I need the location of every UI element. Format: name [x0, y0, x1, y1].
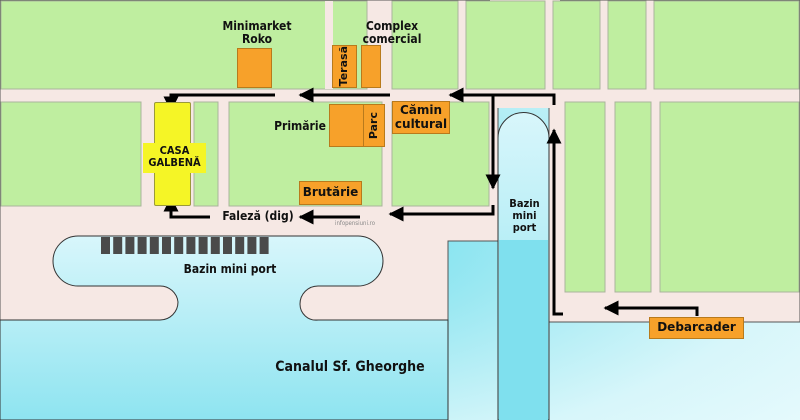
faleza-label: Faleză (dig): [222, 209, 294, 223]
watermark: infopensiuni.ro: [335, 220, 376, 227]
route-arrow: [448, 87, 556, 105]
terasa-building[interactable]: Terasă: [332, 45, 357, 88]
dock-pier: [198, 237, 208, 254]
complex-label: Complex comercial: [362, 19, 422, 47]
city-block: [465, 0, 546, 90]
dock-pier: [210, 237, 220, 254]
terasa-label: Terasă: [337, 46, 351, 87]
parc-label: Parc: [366, 111, 380, 140]
city-block: [552, 0, 601, 90]
minimarket-building[interactable]: [237, 48, 272, 88]
route-arrow: [546, 128, 563, 316]
parc-building[interactable]: Parc: [363, 104, 385, 147]
dock-pier: [247, 237, 257, 254]
dock-pier: [113, 237, 123, 254]
dock-pier: [137, 237, 147, 254]
brutarie-building[interactable]: Brutărie: [299, 181, 362, 205]
city-block: [0, 101, 142, 207]
basin-west-label: Bazin mini port: [183, 262, 277, 276]
complex-building[interactable]: [361, 45, 381, 88]
dock-pier: [174, 237, 184, 254]
city-block: [193, 101, 219, 207]
basin-west: [0, 235, 449, 420]
route-arrow: [388, 205, 495, 222]
dock-pier: [125, 237, 135, 254]
basin-east-label: Bazin mini port: [509, 197, 540, 235]
primarie-label: Primărie: [274, 119, 326, 133]
dock-pier: [186, 237, 196, 254]
route-arrow: [603, 300, 699, 316]
dock-pier: [101, 237, 110, 254]
city-block: [659, 101, 800, 293]
canal-label: Canalul Sf. Gheorghe: [275, 359, 425, 375]
street: [325, 1, 333, 89]
primarie-building[interactable]: [329, 104, 364, 147]
city-block: [653, 0, 800, 90]
debarcader-building[interactable]: Debarcader: [649, 317, 744, 339]
dock-pier: [149, 237, 159, 254]
dock-pier: [235, 237, 245, 254]
city-block: [0, 0, 368, 90]
dock-pier: [259, 237, 269, 254]
minimarket-label: Minimarket Roko: [222, 19, 292, 47]
dock-pier: [223, 237, 232, 254]
city-block: [607, 0, 647, 90]
city-block: [391, 0, 459, 90]
casa-galbena-label: CASA GALBENĂ: [143, 143, 206, 173]
city-block: [564, 101, 606, 293]
camin-building[interactable]: Cămin cultural: [392, 101, 450, 134]
dock-pier: [162, 237, 171, 254]
city-block: [614, 101, 652, 293]
